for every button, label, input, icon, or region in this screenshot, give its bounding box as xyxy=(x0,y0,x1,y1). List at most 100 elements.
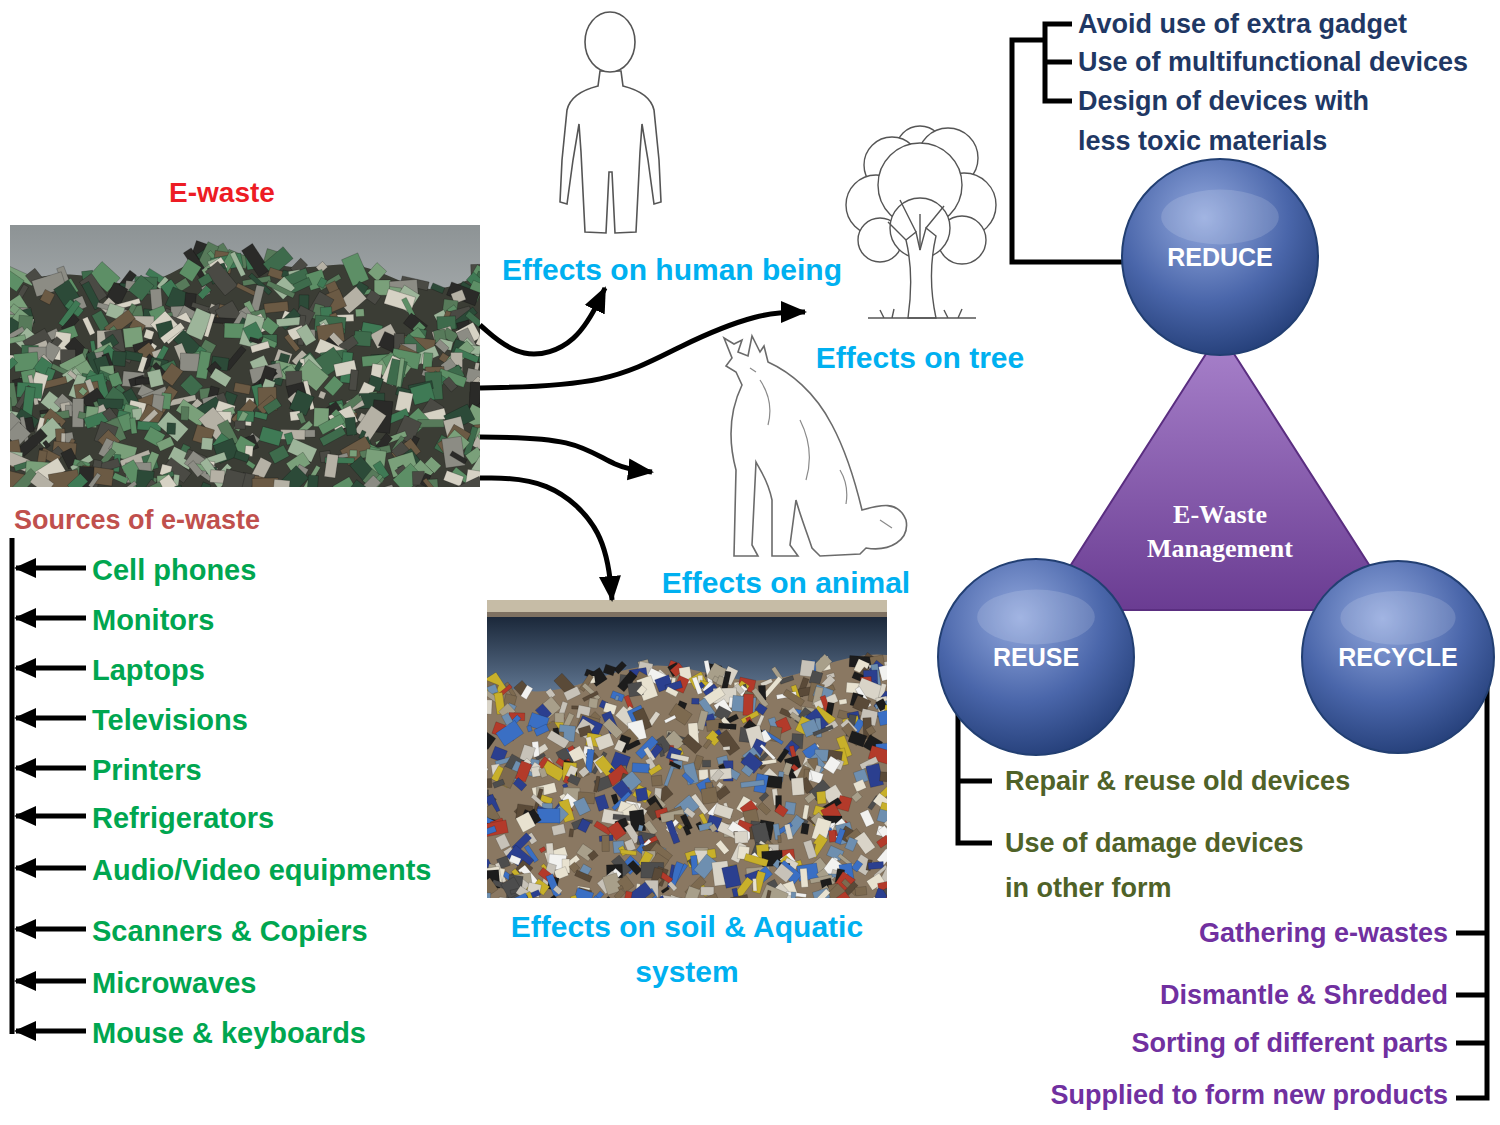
debris-piece xyxy=(636,675,658,701)
debris-piece xyxy=(284,334,300,352)
node-heading: Effects on tree xyxy=(805,340,1035,376)
triangle-shape xyxy=(1040,330,1400,612)
debris-piece xyxy=(851,860,862,872)
debris-piece xyxy=(594,776,612,792)
debris-piece xyxy=(246,460,256,469)
debris-piece xyxy=(868,862,884,870)
connector-arrow xyxy=(480,437,652,472)
debris-piece xyxy=(198,273,213,287)
debris-piece xyxy=(504,893,528,898)
debris-piece xyxy=(572,706,579,709)
debris-piece xyxy=(180,353,200,372)
reduce-bracket xyxy=(1045,24,1072,101)
debris-piece xyxy=(40,289,55,304)
source-arrow xyxy=(16,1029,86,1034)
debris-piece xyxy=(701,787,718,804)
debris-piece xyxy=(614,889,625,898)
debris-piece xyxy=(614,740,626,753)
debris-piece xyxy=(752,871,766,894)
debris-piece xyxy=(778,835,782,842)
circle-highlight xyxy=(977,590,1095,645)
debris-piece xyxy=(266,281,295,299)
recycle-bracket xyxy=(1456,688,1487,1098)
debris-piece xyxy=(570,895,579,898)
debris-mound xyxy=(10,254,480,487)
debris-piece xyxy=(722,865,741,888)
debris-piece xyxy=(801,823,810,834)
debris-piece xyxy=(664,766,674,787)
triangle-fill xyxy=(1042,332,1398,610)
debris-piece xyxy=(637,685,647,696)
debris-piece xyxy=(853,779,866,792)
debris-piece xyxy=(855,886,867,896)
debris-piece xyxy=(765,890,771,898)
reduce-item: Avoid use of extra gadget xyxy=(1078,4,1488,44)
debris-piece xyxy=(368,263,387,282)
debris-piece xyxy=(784,824,793,840)
debris-piece xyxy=(602,835,610,851)
debris-piece xyxy=(493,779,505,788)
debris-piece xyxy=(156,437,174,452)
debris-piece xyxy=(386,359,407,388)
recycle-item: Dismantle & Shredded xyxy=(948,977,1448,1013)
debris-piece xyxy=(578,767,589,778)
reduce-item: Use of multifunctional devices xyxy=(1078,42,1488,82)
debris-piece xyxy=(269,445,289,464)
debris-piece xyxy=(823,756,840,774)
debris-piece xyxy=(880,772,887,783)
debris-piece xyxy=(350,450,358,457)
debris-piece xyxy=(79,387,88,396)
node-heading: Effects on human being xyxy=(488,252,856,288)
debris-piece xyxy=(539,768,548,779)
debris-piece xyxy=(702,760,710,767)
debris-piece xyxy=(487,699,492,714)
source-arrow xyxy=(16,716,86,721)
source-arrow xyxy=(16,979,86,984)
debris-piece xyxy=(297,412,306,424)
debris-piece xyxy=(30,472,54,488)
debris-piece xyxy=(234,411,249,431)
debris-piece xyxy=(628,860,643,875)
debris-piece xyxy=(418,419,444,427)
debris-piece xyxy=(610,691,624,702)
debris-piece xyxy=(817,791,827,804)
debris-piece xyxy=(135,378,149,385)
source-item: Mouse & keyboards xyxy=(92,1015,487,1051)
debris-piece xyxy=(632,763,650,773)
debris-piece xyxy=(235,421,246,429)
photo-sky xyxy=(10,225,480,487)
debris-piece xyxy=(595,733,614,751)
debris-piece xyxy=(147,369,164,388)
debris-piece xyxy=(138,356,148,372)
debris-piece xyxy=(345,417,357,436)
debris-piece xyxy=(591,896,606,898)
debris-piece xyxy=(142,482,165,488)
debris-piece xyxy=(534,724,549,736)
debris-piece xyxy=(199,482,212,487)
debris-piece xyxy=(324,376,344,396)
source-item: Televisions xyxy=(92,702,487,738)
debris-piece xyxy=(595,794,609,811)
debris-piece xyxy=(703,739,712,749)
debris-piece xyxy=(527,725,533,732)
debris-piece xyxy=(743,694,754,716)
debris-piece xyxy=(443,377,458,392)
debris-piece xyxy=(487,892,491,898)
debris-piece xyxy=(783,689,805,706)
debris-piece xyxy=(10,357,18,371)
debris-piece xyxy=(786,892,807,898)
reuse-item: Use of damage devices in other form xyxy=(1005,821,1320,911)
wolf-fur xyxy=(750,368,892,528)
triangle-label: E-Waste Management xyxy=(1120,498,1320,566)
tree-branches xyxy=(888,200,944,250)
debris-piece xyxy=(254,411,268,420)
source-item: Monitors xyxy=(92,602,487,638)
debris-piece xyxy=(129,275,155,301)
debris-piece xyxy=(615,695,619,701)
debris-piece xyxy=(601,896,612,898)
debris-piece xyxy=(478,349,480,364)
debris-piece xyxy=(802,805,809,820)
debris-piece xyxy=(161,363,183,386)
debris-piece xyxy=(450,451,467,464)
debris-piece xyxy=(711,769,724,782)
